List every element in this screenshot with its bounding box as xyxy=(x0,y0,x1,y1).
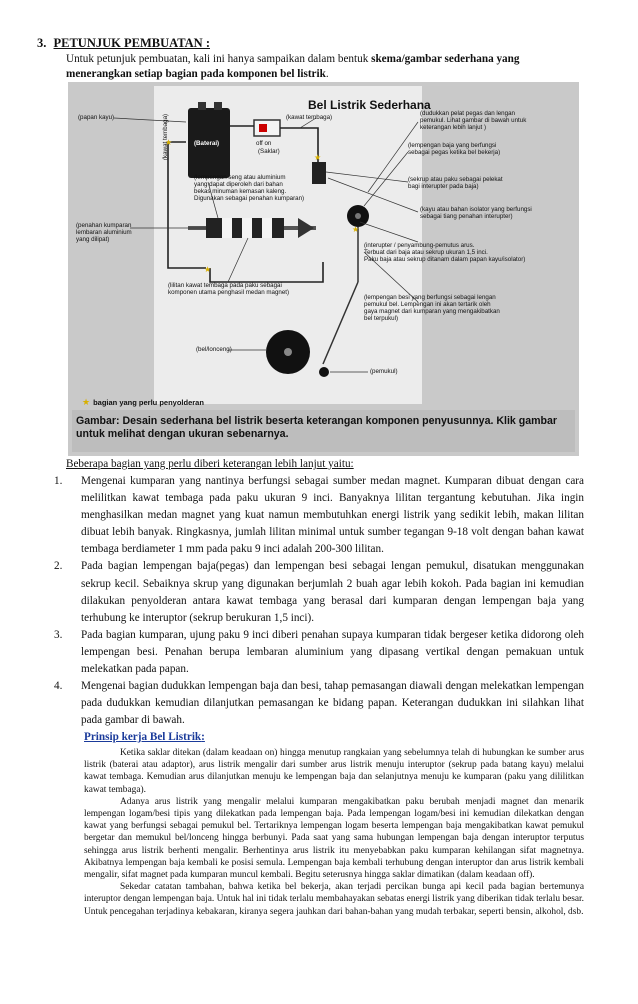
svg-text:★: ★ xyxy=(314,153,321,162)
star-icon: ★ xyxy=(82,397,91,407)
details-list: 1.Mengenai kumparan yang nantinya berfun… xyxy=(54,473,584,729)
principle-paragraph: Adanya arus listrik yang mengalir melalu… xyxy=(84,796,584,881)
list-item: 1.Mengenai kumparan yang nantinya berfun… xyxy=(54,475,584,556)
section-title: PETUNJUK PEMBUATAN : xyxy=(53,36,210,50)
label-pemukul: (pemukul) xyxy=(370,368,398,375)
label-kawat-tembaga: (kawat tembaga) xyxy=(286,114,333,121)
intro-bold: skema/gambar sederhana yang menerangkan … xyxy=(66,53,520,80)
principle-title-link[interactable]: Prinsip kerja Bel Listrik xyxy=(84,731,202,743)
legend-text: bagian yang perlu penyolderan xyxy=(93,398,204,407)
label-sekrup: (sekrup atau paku sebagai pelekat bagi i… xyxy=(408,176,503,190)
working-principle: Prinsip kerja Bel Listrik: Ketika saklar… xyxy=(84,727,584,918)
label-interupter: (interupter / penyambung-pemutus arus. T… xyxy=(364,242,526,263)
label-lempengan-baja: (lempengan baja yang berfungsi sebagai p… xyxy=(408,142,501,156)
caption-box xyxy=(72,410,575,452)
label-kawat-tembaga-vertical: (kawat tembaga) xyxy=(162,113,169,160)
intro-end: . xyxy=(325,68,329,80)
label-papan-kayu: (papan kayu) xyxy=(78,114,115,121)
diagram-title: Bel Listrik Sederhana xyxy=(308,98,431,112)
diagram-drawing: ★ ★ ★ ★ xyxy=(72,86,575,452)
battery xyxy=(188,108,230,178)
wire-left xyxy=(167,141,206,269)
coil-holder-left xyxy=(206,218,222,238)
coil-holder-right xyxy=(272,218,284,238)
diagram-legend: ★bagian yang perlu penyolderan xyxy=(82,397,204,408)
label-kayu-isolator: (kayu atau bahan isolator yang berfungsi… xyxy=(420,206,532,220)
label-baterai: (Baterai) xyxy=(194,140,220,147)
section-number: 3. xyxy=(37,36,47,50)
label-dudukan: (dudukkan pelat pegas dan lengan pemukul… xyxy=(420,110,527,131)
interrupter-post xyxy=(312,162,326,184)
details-heading: Beberapa bagian yang perlu diberi ketera… xyxy=(66,458,354,470)
principle-paragraph: Sekedar catatan tambahan, bahwa ketika b… xyxy=(84,882,584,917)
label-lempengan-besi: (lempengan besi yang berfungsi sebagai l… xyxy=(364,294,500,322)
label-bel-lonceng: (bel/lonceng) xyxy=(196,346,232,353)
list-item: 2.Pada bagian lempengan baja(pegas) dan … xyxy=(54,560,584,624)
principle-colon: : xyxy=(201,731,205,743)
diagram-caption: Gambar: Desain sederhana bel listrik bes… xyxy=(76,415,557,440)
section-intro: Untuk petunjuk pembuatan, kali ini hanya… xyxy=(66,52,586,82)
label-off-on: off on xyxy=(256,140,272,147)
intro-plain: Untuk petunjuk pembuatan, kali ini hanya… xyxy=(66,53,372,65)
label-lempengan-seng: (lempengan seng atau aluminium yang dapa… xyxy=(194,174,305,202)
label-penahan-kumparan: (penahan kumparan lembaran aluminium yan… xyxy=(76,222,132,243)
list-item: 3.Pada bagian kumparan, ujung paku 9 inc… xyxy=(54,628,584,676)
list-item: 4.Mengenai bagian dudukkan lempengan baj… xyxy=(54,680,584,727)
principle-paragraph: Ketika saklar ditekan (dalam keadaan on)… xyxy=(84,748,584,795)
svg-text:★: ★ xyxy=(352,225,359,234)
section-heading: 3. PETUNJUK PEMBUATAN : xyxy=(37,36,210,51)
hammer xyxy=(319,367,329,377)
svg-text:★: ★ xyxy=(204,265,211,274)
bell-diagram-image[interactable]: ★ ★ ★ ★ Bel Listrik Sederhana (papan kay… xyxy=(68,82,579,456)
striker-arm xyxy=(322,281,359,365)
label-lilitan: (lilitan kawat tembaga pada paku sebagai… xyxy=(168,282,290,296)
label-saklar: (Saklar) xyxy=(258,148,280,155)
svg-text:★: ★ xyxy=(165,138,172,147)
